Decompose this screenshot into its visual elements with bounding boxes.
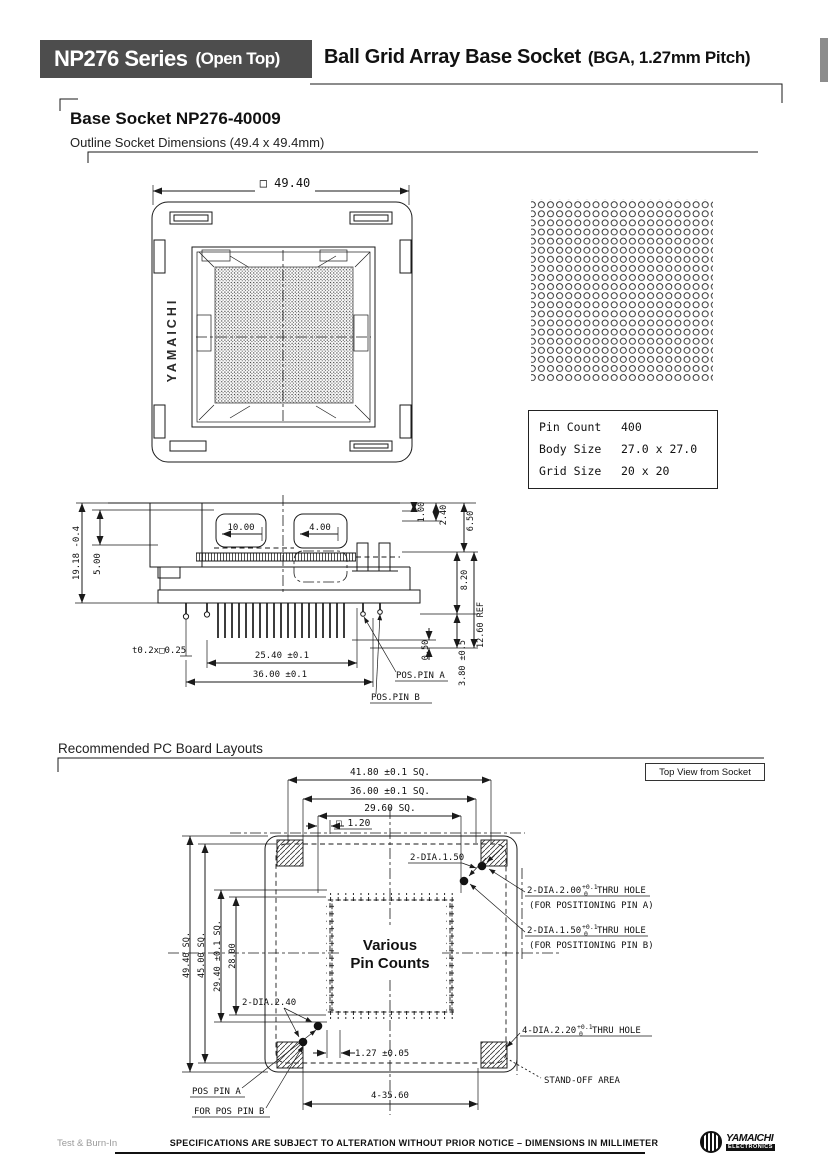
top-view-drawing: □ 49.40 YAMAICHI (151, 176, 413, 463)
page-title-main: Ball Grid Array Base Socket (324, 46, 581, 68)
spec-label: Grid Size (539, 464, 602, 478)
footer-disclaimer: SPECIFICATIONS ARE SUBJECT TO ALTERATION… (169, 1138, 659, 1148)
note-thru-pre: 4-DIA.2.20 (522, 1026, 576, 1036)
pos-pin-a-bottom-label: POS PIN A (192, 1087, 241, 1097)
note-pin-b-sub: (FOR POSITIONING PIN B) (529, 941, 654, 951)
note-pin-a-post: THRU HOLE (597, 886, 646, 896)
pcb-section-heading: Recommended PC Board Layouts (58, 741, 263, 756)
dim-1-00: 1.00 (417, 502, 427, 522)
standoff-label: STAND-OFF AREA (544, 1076, 620, 1086)
dim-pad-1-20: □ 1.20 (336, 818, 371, 829)
series-name: NP276 Series (54, 46, 188, 71)
dim-49-40: □ 49.40 (260, 176, 311, 190)
header-rule (57, 83, 783, 772)
view-tag: Top View from Socket (645, 763, 765, 781)
pos-pin-b-bottom-label: FOR POS PIN B (194, 1107, 264, 1117)
page-edge-marker (820, 38, 828, 82)
label-2-dia-1-50: 2-DIA.1.50 (410, 853, 464, 863)
spec-label: Body Size (539, 442, 602, 456)
note-pin-b-tol-top: +0.1 (582, 923, 598, 931)
footer-category: Test & Burn-In (57, 1138, 118, 1149)
spec-value: 27.0 x 27.0 (621, 442, 698, 456)
ball-grid-map (531, 199, 713, 381)
note-pin-a-sub: (FOR POSITIONING PIN A) (529, 901, 654, 911)
series-suffix: (Open Top) (195, 49, 280, 68)
dim-25-40: 25.40 ±0.1 (255, 651, 309, 661)
spec-value: 20 x 20 (621, 464, 670, 478)
note-pin-a-tol-bot: 0 (584, 890, 588, 898)
logo-name: YAMAICHI (726, 1132, 774, 1144)
section-title: Base Socket NP276-40009 (70, 109, 281, 128)
note-pin-a-tol-top: +0.1 (582, 883, 598, 891)
brand-text: YAMAICHI (165, 298, 179, 383)
dim-29-40-sq: 29.40 ±0.1 SQ. (213, 920, 223, 992)
label-2-dia-2-40: 2-DIA.2.40 (242, 998, 296, 1008)
dim-8-20: 8.20 (460, 570, 470, 590)
table-row: Body Size 27.0 x 27.0 (529, 438, 717, 460)
spec-table: Pin Count 400 Body Size 27.0 x 27.0 Grid… (528, 410, 718, 489)
dim-12-60-ref: 12.60 REF (476, 602, 486, 648)
pos-pin-b-label: POS.PIN B (371, 693, 420, 703)
logo-subname: ELECTRONICS (726, 1143, 775, 1151)
dim-36-00: 36.00 ±0.1 (253, 670, 307, 680)
note-thru-tol-bot: 0 (579, 1030, 583, 1038)
side-view-drawing: 19.18 -0.4 5.00 10.00 4.00 1.00 2.40 6.5… (72, 495, 486, 704)
dim-19-18: 19.18 -0.4 (72, 526, 82, 580)
note-pin-b-pre: 2-DIA.1.50 (527, 926, 581, 936)
dim-49-40-sq: 49.40 SQ. (182, 932, 192, 978)
center-label-pin-counts: Pin Counts (350, 955, 429, 972)
dim-3-80: 3.80 ±0.5 (458, 640, 468, 686)
series-banner: NP276 Series (Open Top) (40, 40, 312, 78)
dim-4-35-60: 4-35.60 (371, 1091, 409, 1101)
dim-5-00: 5.00 (93, 553, 103, 575)
footer-rule (115, 1152, 645, 1154)
pin-size-note: t0.2x□0.25 (132, 646, 186, 656)
note-thru-post: THRU HOLE (592, 1026, 641, 1036)
dim-41-80-sq: 41.80 ±0.1 SQ. (350, 767, 430, 778)
table-row: Pin Count 400 (529, 416, 717, 438)
note-pin-b-post: THRU HOLE (597, 926, 646, 936)
company-logo: YAMAICHI ELECTRONICS (700, 1131, 775, 1153)
dim-4-00: 4.00 (309, 523, 331, 533)
dim-29-60-sq: 29.60 SQ. (364, 803, 415, 814)
spec-label: Pin Count (539, 420, 602, 434)
dim-10-00: 10.00 (227, 523, 254, 533)
note-pin-a-pre: 2-DIA.2.00 (527, 886, 581, 896)
note-thru-tol-top: +0.1 (577, 1023, 593, 1031)
page-title: Ball Grid Array Base Socket (BGA, 1.27mm… (324, 46, 751, 69)
note-pin-b-tol-bot: 0 (584, 930, 588, 938)
table-row: Grid Size 20 x 20 (529, 460, 717, 482)
pos-pin-a-label: POS.PIN A (396, 671, 445, 681)
spec-value: 400 (621, 420, 642, 434)
dim-0-50: 0.50 (421, 640, 431, 660)
page-title-suffix: (BGA, 1.27mm Pitch) (587, 48, 751, 67)
dim-28-00: 28.00 (228, 943, 238, 969)
dim-pitch-1-27: 1.27 ±0.05 (355, 1049, 409, 1059)
dim-36-00-sq: 36.00 ±0.1 SQ. (350, 786, 430, 797)
logo-mark-icon (700, 1131, 722, 1153)
dim-45-00-sq: 45.00 SQ. (197, 932, 207, 978)
dim-6-50: 6.50 (466, 511, 476, 531)
pcb-layout-drawing: 41.80 ±0.1 SQ. 36.00 ±0.1 SQ. 29.60 SQ. … (168, 767, 654, 1118)
section-subtitle: Outline Socket Dimensions (49.4 x 49.4mm… (70, 135, 325, 150)
dim-2-40: 2.40 (439, 505, 449, 525)
center-label-various: Various (363, 937, 417, 954)
